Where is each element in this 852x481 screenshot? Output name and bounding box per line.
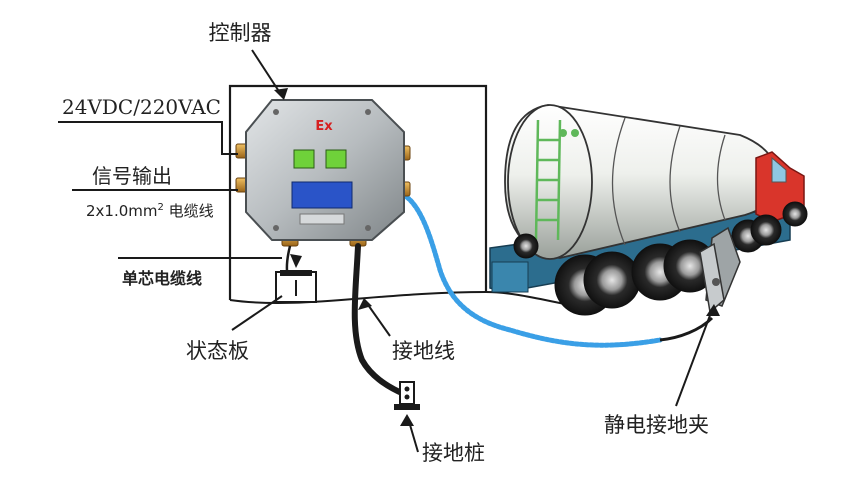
tank-ladder (534, 119, 562, 241)
wheel (583, 251, 641, 309)
tank-band (669, 125, 681, 233)
nameplate (291, 181, 353, 209)
wheel (750, 214, 782, 246)
status-board-device (275, 270, 317, 303)
controller-label: 控制器 (209, 21, 272, 45)
indicator-window (293, 149, 315, 169)
cable-spec-label: 2x1.0mm2 电缆线 (86, 202, 214, 220)
tanker-truck (489, 104, 808, 316)
controller-housing: Ex (235, 99, 411, 247)
leader-lines (58, 49, 713, 453)
cable-spec-sup: 2 (158, 202, 164, 213)
status-board-label: 状态板 (186, 339, 249, 363)
tank-valve (571, 129, 579, 137)
tank-valve (559, 129, 567, 137)
wheel (513, 233, 539, 259)
ex-mark: Ex (315, 119, 333, 134)
coiled-cable (395, 189, 663, 348)
tank-band (611, 117, 626, 246)
warning-plate (299, 213, 345, 225)
single-core-cable-label: 单芯电缆线 (122, 269, 202, 288)
installation-frame (228, 84, 488, 300)
arrowheads (274, 88, 720, 426)
cab-window (771, 156, 787, 183)
tank-band (716, 134, 726, 221)
ground-wire-cable (351, 243, 407, 397)
power-supply-label: 24VDC/220VAC (62, 95, 221, 119)
static-grounding-clamp (699, 226, 741, 314)
tank-rear-end (507, 104, 593, 260)
cable-spec-suffix: 电缆线 (164, 202, 214, 220)
controller-body (245, 99, 405, 241)
ground-post-device (394, 381, 420, 410)
ground-wire-label: 接地线 (392, 339, 455, 363)
static-clamp-label: 静电接地夹 (604, 413, 709, 437)
indicator-window (325, 149, 347, 169)
signal-output-label: 信号输出 (92, 164, 172, 188)
wheel (782, 201, 808, 227)
ground-post-label: 接地桩 (422, 441, 485, 465)
rear-bumper (491, 261, 529, 293)
cable-spec-prefix: 2x1.0mm (86, 202, 158, 220)
